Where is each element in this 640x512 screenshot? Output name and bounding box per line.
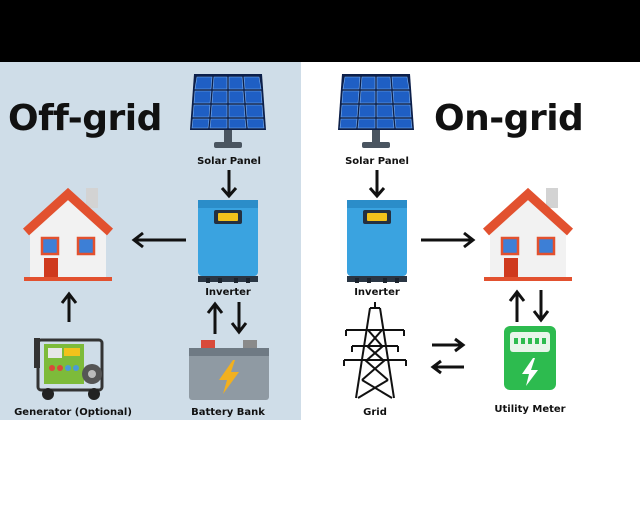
battery-label: Battery Bank — [191, 407, 265, 418]
house-icon — [482, 180, 574, 282]
generator-icon — [34, 334, 108, 402]
utility-meter-icon — [502, 324, 558, 392]
inverter-icon — [196, 198, 260, 284]
solar-panel-icon — [188, 72, 268, 154]
on-grid-solar-panel-label: Solar Panel — [345, 156, 409, 167]
arrow-up-down-icon — [205, 301, 251, 335]
battery-icon — [187, 338, 271, 402]
house-icon — [22, 180, 114, 282]
arrow-down-icon — [219, 169, 239, 199]
generator-label: Generator (Optional) — [14, 407, 132, 418]
arrow-left-right-icon — [430, 335, 466, 377]
on-grid-inverter-label: Inverter — [354, 287, 400, 298]
off-grid-inverter-label: Inverter — [205, 287, 251, 298]
top-black-bar — [0, 0, 640, 62]
grid-label: Grid — [363, 407, 387, 418]
utility-meter-label: Utility Meter — [494, 404, 566, 415]
off-grid-title: Off-grid — [8, 98, 162, 139]
inverter-icon — [345, 198, 409, 284]
arrow-right-icon — [420, 230, 476, 250]
bottom-whitespace — [0, 420, 640, 512]
arrow-down-icon — [367, 169, 387, 199]
solar-panel-icon — [336, 72, 416, 154]
arrow-up-down-icon — [507, 289, 553, 323]
arrow-up-icon — [59, 291, 79, 323]
power-tower-icon — [342, 300, 408, 404]
off-grid-solar-panel-label: Solar Panel — [197, 156, 261, 167]
on-grid-title: On-grid — [434, 98, 584, 139]
arrow-left-icon — [131, 230, 187, 250]
